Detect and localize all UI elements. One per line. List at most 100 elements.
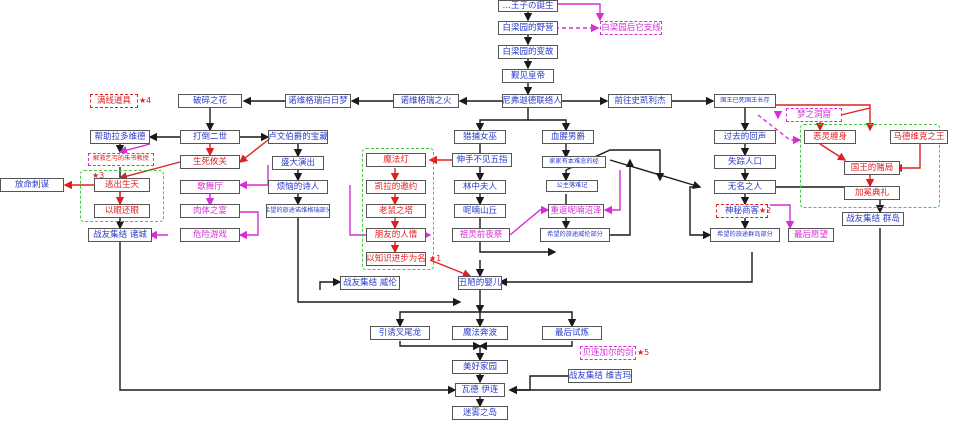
node-escape[interactable]: 逃出生天 xyxy=(94,178,150,192)
edge xyxy=(480,311,577,328)
node-ugly-baby[interactable]: 丑陋的婴儿 xyxy=(458,276,502,290)
edge-red xyxy=(429,259,472,278)
edge xyxy=(528,119,571,132)
node-mist-island[interactable]: 迷雾之岛 xyxy=(452,406,508,420)
node-ally-city[interactable]: 战友集结 诸城 xyxy=(88,228,152,242)
node-novigrad-part[interactable]: 希望的旅途诺维格瑞部分 xyxy=(266,204,330,218)
edge xyxy=(297,218,462,307)
node-whisper-hill[interactable]: 呢喃山丘 xyxy=(454,204,506,218)
node-bloody-baron[interactable]: 血腥男爵 xyxy=(542,130,594,144)
edge-pink xyxy=(118,143,151,155)
node-hand[interactable]: 伸手不见五指 xyxy=(452,153,512,167)
node-top[interactable]: …王子の誕生 xyxy=(498,0,558,12)
node-sifo[interactable]: 前往史凯利杰 xyxy=(608,94,672,108)
edge-pink xyxy=(770,204,795,230)
node-princess[interactable]: 公主落难记 xyxy=(546,180,598,192)
edge xyxy=(119,242,457,395)
edge-pink xyxy=(238,211,259,240)
node-crown[interactable]: 加冕典礼 xyxy=(844,186,900,200)
node-dream-pink[interactable]: 梦之洞窟 xyxy=(786,108,842,122)
node-bridge[interactable]: 以眼还眼 xyxy=(94,204,150,218)
node-ancestor[interactable]: 祖灵前夜祭 xyxy=(452,228,510,242)
edge-pink xyxy=(558,3,605,22)
edge-pink xyxy=(238,165,269,190)
node-fire-plot[interactable]: 放命刺谋 xyxy=(0,178,64,192)
node-friend[interactable]: 朋友的人情 xyxy=(366,228,426,242)
node-invitation[interactable]: 凯拉的邀约 xyxy=(366,180,426,194)
star-1: ★1 xyxy=(429,254,442,263)
edge xyxy=(399,341,482,351)
node-wedding[interactable]: 满线道具 xyxy=(90,94,138,108)
group-left-escape xyxy=(80,170,164,222)
node-dream[interactable]: 诺维格瑞白日梦 xyxy=(285,94,351,108)
node-fire[interactable]: 诺维格瑞之火 xyxy=(393,94,459,108)
node-last-test[interactable]: 最后试炼 xyxy=(542,326,602,340)
edge xyxy=(609,159,702,190)
node-return-crows[interactable]: 重返呢喃沼泽 xyxy=(548,204,604,218)
edge xyxy=(319,277,342,290)
node-nilu[interactable]: 尼弗迦德联络人 xyxy=(502,94,562,108)
node-bai-night[interactable]: 白梁园的野营 xyxy=(498,21,558,35)
node-life-death[interactable]: 生死攸关 xyxy=(180,155,240,169)
node-knowledge[interactable]: 以知识进步为名 xyxy=(366,252,426,266)
node-king-gift[interactable]: 国王的赌局 xyxy=(844,161,900,175)
node-bai-branch[interactable]: 白梁园后它支线 xyxy=(600,21,662,35)
node-bai-change[interactable]: 白梁园的变故 xyxy=(498,45,558,59)
node-missing[interactable]: 失踪人口 xyxy=(714,155,776,169)
edge-red xyxy=(238,139,269,163)
node-great-show[interactable]: 盛大演出 xyxy=(272,156,324,170)
node-emperor[interactable]: 觐见皇帝 xyxy=(502,69,554,83)
group-keira xyxy=(362,148,434,270)
node-lu-treasure[interactable]: 卢文伯爵的宝藏 xyxy=(268,130,328,144)
node-help-la[interactable]: 帮助拉多维德 xyxy=(90,130,150,144)
edge-red xyxy=(819,143,847,161)
edge xyxy=(689,186,712,240)
node-madman[interactable]: 马德维克之王 xyxy=(890,130,948,144)
node-old-tower[interactable]: 老鼠之塔 xyxy=(366,204,426,218)
star-4: ★4 xyxy=(139,96,152,105)
node-poet[interactable]: 烦恼的诗人 xyxy=(268,180,328,194)
edge xyxy=(498,252,753,287)
node-king[interactable]: 国王已死国王长存 xyxy=(714,94,776,108)
node-magic-lamp[interactable]: 魔法灯 xyxy=(366,153,426,167)
edge xyxy=(475,108,529,132)
star-5: ★5 xyxy=(637,348,650,357)
node-evil-soul[interactable]: 恶灵缠身 xyxy=(804,130,856,144)
node-gold-wish[interactable]: 最后愿望 xyxy=(788,228,834,242)
edge xyxy=(610,158,635,236)
node-mystery-guest[interactable]: 神秘商客 xyxy=(716,204,768,218)
edge-red xyxy=(776,104,875,132)
edge-red xyxy=(893,144,921,173)
node-forest-lady[interactable]: 林中夫人 xyxy=(454,180,506,194)
node-danger-game[interactable]: 危险游戏 xyxy=(180,228,240,242)
node-ally-wei[interactable]: 战友集结 威伦 xyxy=(340,276,400,290)
node-wa-yi[interactable]: 瓦德 伊连 xyxy=(455,383,505,397)
node-beat-two[interactable]: 打倒二世 xyxy=(180,130,240,144)
group-skellige-king xyxy=(800,124,940,208)
node-song-hall[interactable]: 歌舞厅 xyxy=(180,180,240,194)
node-ally-skellige[interactable]: 战友集结 维吉玛 xyxy=(568,369,632,383)
node-past-return[interactable]: 过去的回声 xyxy=(714,130,776,144)
node-escape-chain[interactable]: 解救乞丐的朱书教授 xyxy=(88,153,154,166)
node-ally-island[interactable]: 战友集结 群岛 xyxy=(842,212,904,226)
node-velen-part[interactable]: 希望的旅途威伦部分 xyxy=(540,228,610,242)
edge-pink xyxy=(603,170,621,215)
node-magic-pursuit[interactable]: 魔法奔波 xyxy=(452,326,508,340)
node-nameless[interactable]: 无名之人 xyxy=(714,180,776,194)
node-flesh[interactable]: 肉体之宴 xyxy=(180,204,240,218)
node-hunt-ghost[interactable]: 猎捕女巫 xyxy=(454,130,506,144)
node-lure-dragon[interactable]: 引诱叉尾龙 xyxy=(370,326,430,340)
edge-pink xyxy=(509,205,550,236)
edge xyxy=(478,341,573,351)
star-3: ★3 xyxy=(92,171,105,180)
node-family[interactable]: 家家有本难念的经 xyxy=(542,156,606,168)
star-2: ★2 xyxy=(759,206,772,215)
edge xyxy=(395,311,480,328)
node-broken[interactable]: 破碎之花 xyxy=(178,94,242,108)
node-beautiful-home[interactable]: 美好家园 xyxy=(452,360,508,374)
edge xyxy=(508,228,881,395)
node-wild-hunt-pink[interactable]: 贝连加尔的剑 xyxy=(580,346,636,360)
node-skellige-part[interactable]: 希望的旅途群岛部分 xyxy=(710,228,780,242)
